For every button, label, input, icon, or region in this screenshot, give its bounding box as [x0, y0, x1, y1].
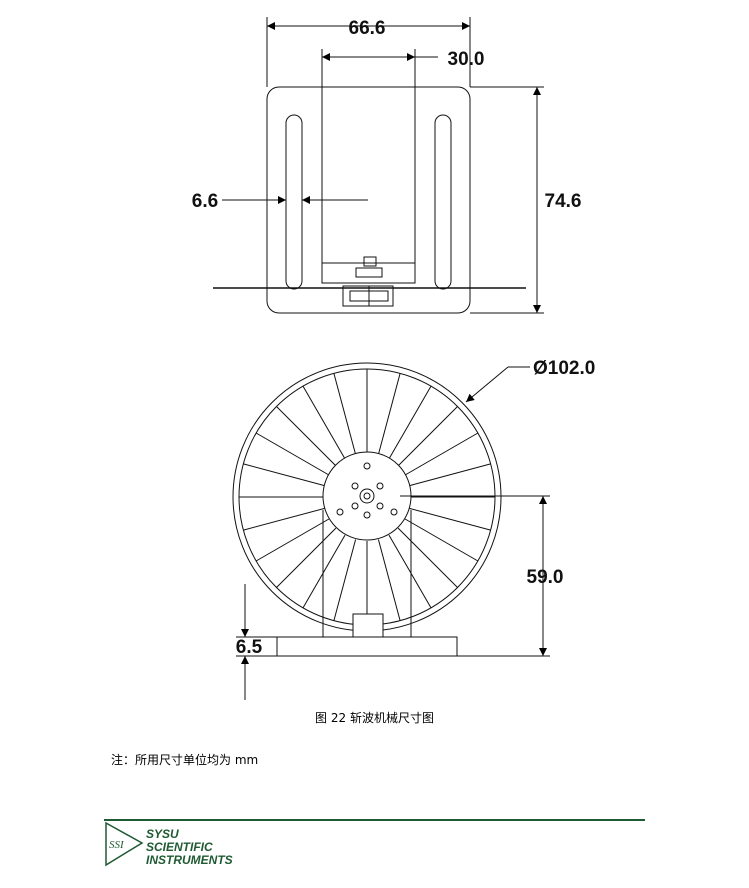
stand-base: [276, 636, 458, 657]
wheel-spokes: [239, 369, 495, 625]
wheel-spoke: [409, 507, 491, 531]
wheel-spoke: [388, 385, 432, 460]
dim-slot-offset: 6.6: [192, 191, 218, 212]
stand-block: [352, 613, 384, 638]
wheel-spoke: [333, 373, 357, 455]
dim-overall-width: 66.6: [349, 18, 386, 39]
housing-outline: [266, 86, 471, 314]
wheel-hub: [322, 451, 412, 541]
wheel-spoke: [255, 432, 330, 476]
mount-block: [342, 285, 394, 307]
wheel-spoke: [404, 518, 479, 562]
wheel-spoke: [388, 534, 432, 609]
footer-rule: [104, 819, 645, 821]
left-slot: [285, 114, 303, 290]
motor-bracket: [321, 262, 416, 284]
wheel-spoke: [377, 539, 401, 621]
dim-overall-height: 74.6: [545, 191, 582, 212]
company-line-3: INSTRUMENTS: [146, 853, 233, 867]
unit-note: 注：所用尺寸单位均为 mm: [111, 753, 259, 767]
wheel-spoke: [243, 463, 325, 487]
wheel-spoke: [397, 406, 458, 467]
wheel-spoke: [255, 518, 330, 562]
wheel-spoke: [302, 385, 346, 460]
dim-wheel-diameter: Ø102.0: [533, 358, 595, 379]
side-view: [213, 17, 544, 314]
wheel-spoke: [243, 507, 325, 531]
front-view: [232, 362, 550, 700]
wheel-spoke: [276, 406, 337, 467]
motor-body: [321, 86, 416, 264]
right-slot: [434, 114, 452, 290]
dim-axis-height: 59.0: [527, 567, 564, 588]
company-name: SYSU SCIENTIFIC INSTRUMENTS: [146, 828, 233, 867]
dim-inner-width: 30.0: [448, 49, 485, 70]
figure-caption: 图 22 斩波机械尺寸图: [315, 711, 434, 725]
wheel-spoke: [302, 534, 346, 609]
dim-base-height: 6.5: [236, 637, 263, 658]
company-line-2: SCIENTIFIC: [146, 840, 213, 854]
wheel-spoke: [377, 373, 401, 455]
wheel-spoke: [397, 527, 458, 588]
wheel-spoke: [409, 463, 491, 487]
ssi-logo: SSI: [105, 821, 144, 867]
wheel-spoke: [276, 527, 337, 588]
shaft-top: [363, 256, 377, 267]
wheel-spoke: [333, 539, 357, 621]
logo-mark-text: SSI: [109, 839, 125, 851]
wheel-spoke: [404, 432, 479, 476]
company-line-1: SYSU: [146, 827, 179, 841]
